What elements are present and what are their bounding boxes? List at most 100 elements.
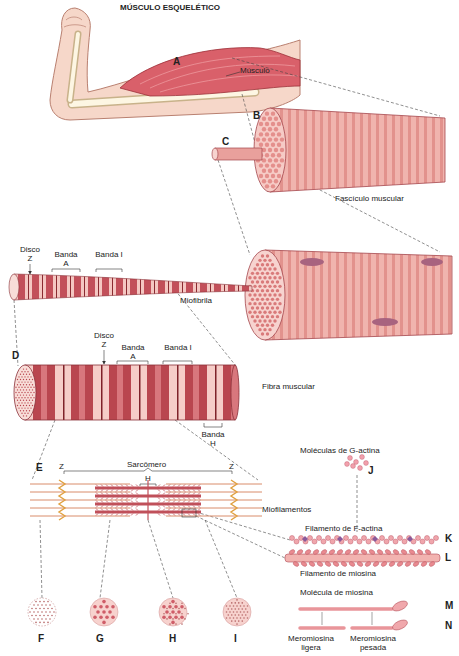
sarcomere-myofilaments	[131, 485, 133, 487]
cross-sections	[234, 608, 236, 610]
fiber-myofibrils	[258, 302, 261, 305]
molecular-filaments	[407, 536, 413, 542]
molecular-filaments	[429, 539, 434, 544]
molecular-filaments	[344, 536, 349, 541]
fascicle-fibers	[268, 127, 272, 131]
molecular-filaments	[330, 539, 335, 544]
molecular-filaments	[408, 549, 415, 555]
molecular-filaments	[344, 549, 351, 555]
fascicle-fibers	[265, 132, 269, 136]
fiber-myofibrils	[263, 293, 266, 296]
cross-sections	[168, 615, 172, 619]
cross-sections	[102, 610, 106, 614]
fascicle-fibers	[265, 122, 269, 126]
cross-sections	[233, 605, 235, 607]
diagram-title: MÚSCULO ESQUELÉTICO	[90, 3, 250, 12]
cross-sections	[181, 603, 183, 605]
myofilament-ends	[24, 387, 25, 388]
muscle-fiber	[265, 250, 452, 340]
fiber-myofibrils	[261, 280, 264, 283]
band-label: Banda A	[118, 343, 148, 361]
fiber-bundle-c	[215, 148, 262, 160]
fascicle-fibers	[280, 158, 284, 162]
sarcomere-myofilaments	[188, 506, 190, 508]
cross-sections	[226, 605, 228, 607]
cross-sections	[236, 599, 238, 601]
fiber-myofibrils	[261, 289, 264, 292]
molecular-filaments	[388, 561, 395, 567]
fiber-myofibrils	[258, 285, 261, 288]
fascicle-fibers	[274, 127, 278, 131]
muscle-fiber	[300, 258, 324, 266]
molecular-filaments	[425, 536, 430, 541]
cross-sections	[99, 615, 103, 619]
myofilament-ends	[24, 402, 25, 403]
fiber-myofibrils	[273, 311, 276, 314]
molecular-filaments	[308, 561, 315, 567]
cross-sections	[169, 603, 171, 605]
sarcomere-myofilaments	[168, 501, 170, 503]
cross-sections	[247, 611, 249, 613]
molecular-filaments	[324, 561, 331, 567]
sarcomere-myofilaments	[166, 516, 262, 517]
sarcomere-myofilaments	[116, 498, 118, 500]
myofilament-ends	[27, 376, 28, 377]
cross-sections	[172, 608, 174, 610]
sarcomere-myofilaments	[163, 493, 165, 495]
zoom-lines	[218, 160, 250, 255]
cross-sections	[181, 623, 183, 625]
fascicle-fibers	[277, 174, 281, 178]
fiber-myofibrils	[266, 298, 269, 301]
fascicle-fibers	[259, 132, 263, 136]
molecular-filaments	[428, 561, 435, 567]
cross-sections	[47, 601, 49, 603]
sarcomere-myofilaments	[193, 493, 195, 495]
cross-sections	[241, 608, 243, 610]
fiber-myofibrils	[261, 332, 264, 335]
myofilament-ends	[21, 407, 22, 408]
myofibril	[9, 274, 19, 300]
sarcomere-myofilaments	[188, 493, 190, 495]
sarcomere-myofilaments	[131, 498, 133, 500]
myofilament-ends	[29, 400, 30, 401]
sarcomere-myofilaments	[163, 509, 165, 511]
band-label: Banda I	[163, 343, 193, 352]
sarcomere-myofilaments	[121, 509, 123, 511]
sarcomere-myofilaments	[178, 498, 180, 500]
myofilament-ends	[33, 387, 34, 388]
band-brackets	[204, 423, 222, 427]
sarcomere-myofilaments	[96, 493, 98, 495]
fiber-myofibrils	[271, 280, 274, 283]
fiber-myofibrils	[258, 319, 261, 322]
fiber-myofibrils	[278, 276, 281, 279]
myofibril-segment	[14, 365, 36, 420]
fiber-myofibrils	[271, 289, 274, 292]
myofilament-ends	[30, 376, 31, 377]
myofibril-segment	[25, 365, 235, 420]
cross-sections	[247, 605, 249, 607]
sarcomere-myofilaments	[183, 514, 185, 516]
molecular-filaments	[357, 539, 362, 544]
myofilament-ends	[20, 394, 21, 395]
sarcomere-myofilaments	[106, 498, 108, 500]
molecular-filaments	[366, 539, 371, 544]
part-label: Filamento de F-actina	[305, 524, 382, 533]
cross-sections	[184, 618, 186, 620]
cross-sections	[172, 618, 174, 620]
sarcomere-myofilaments	[111, 490, 113, 492]
cross-sections	[35, 601, 37, 603]
arm	[50, 8, 300, 120]
myofilament-ends	[18, 392, 19, 393]
myofilament-ends	[27, 371, 28, 372]
cross-sections	[236, 623, 238, 625]
sarcomere-myofilaments	[193, 498, 195, 500]
sarcomere-myofilaments	[116, 501, 118, 503]
cross-sections	[178, 618, 180, 620]
myofilament-ends	[21, 402, 22, 403]
sarcomere-myofilaments	[131, 490, 133, 492]
fiber-myofibrils	[256, 324, 259, 327]
cross-sections	[240, 617, 242, 619]
cross-sections	[108, 610, 112, 614]
myofilament-ends	[29, 394, 30, 395]
cross-sections	[33, 611, 35, 613]
